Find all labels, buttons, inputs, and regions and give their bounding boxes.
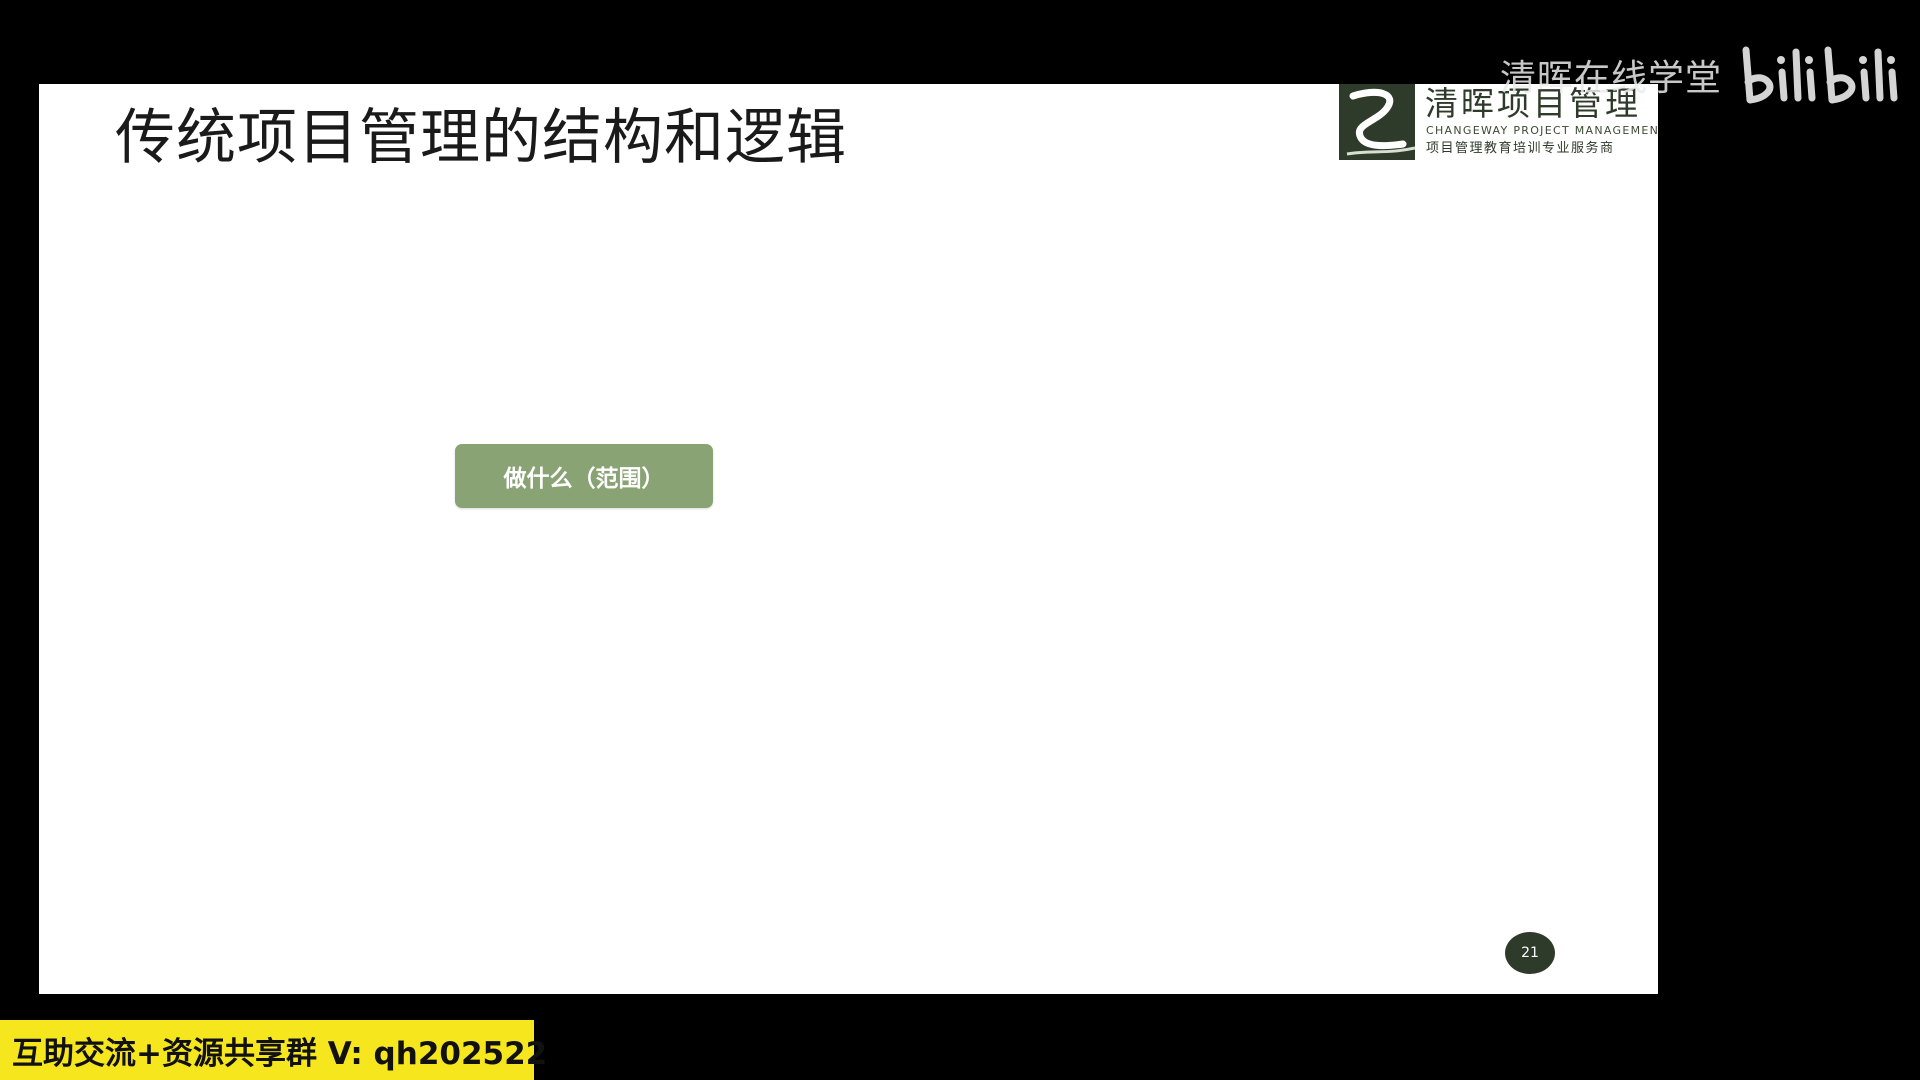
changeway-logo-icon: [1339, 84, 1415, 160]
bilibili-logo-icon: [1742, 46, 1898, 104]
slide-title: 传统项目管理的结构和逻辑: [115, 103, 847, 173]
logo-company-name: 清晖项目管理: [1425, 84, 1641, 123]
logo-english-name: CHANGEWAY PROJECT MANAGEMENT: [1426, 124, 1658, 137]
banner-text: 互助交流+资源共享群 V: qh202522: [12, 1035, 548, 1072]
watermark-text: 清晖在线学堂: [1500, 58, 1723, 99]
company-logo: 清晖项目管理 CHANGEWAY PROJECT MANAGEMENT 项目管理…: [1339, 84, 1658, 164]
presentation-slide: 传统项目管理的结构和逻辑 清晖项目管理 CHANGEWAY PROJECT MA…: [39, 84, 1658, 994]
channel-watermark: 清晖在线学堂: [1500, 40, 1906, 110]
scope-box-label: 做什么（范围）: [503, 466, 665, 492]
scope-box: 做什么（范围）: [455, 444, 713, 508]
page-number-badge: 21: [1505, 932, 1555, 974]
group-promo-banner: 互助交流+资源共享群 V: qh202522: [0, 1020, 547, 1080]
logo-tagline: 项目管理教育培训专业服务商: [1426, 141, 1615, 156]
